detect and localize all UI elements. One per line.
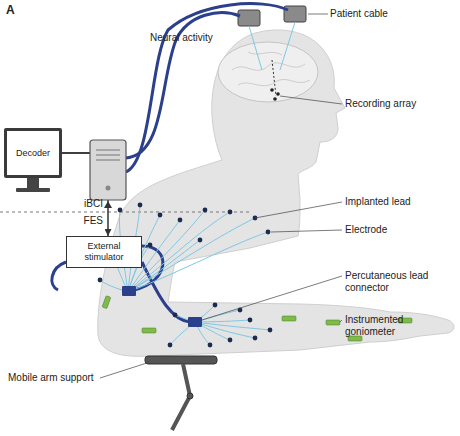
recording-array <box>270 88 274 92</box>
electrode <box>268 328 273 333</box>
electrode <box>253 336 258 341</box>
head-connector <box>238 6 306 70</box>
goniometer <box>282 316 296 321</box>
decoder-monitor: Decoder <box>4 128 62 178</box>
lead-connector <box>122 286 136 296</box>
brain <box>218 42 318 102</box>
electrode <box>98 203 273 348</box>
electrode <box>173 313 178 318</box>
node-text: Decoder <box>16 148 50 159</box>
system-label: iBCI <box>60 198 103 210</box>
computer-tower <box>96 155 120 156</box>
head-connector <box>238 10 260 26</box>
computer-tower <box>90 140 126 200</box>
electrode <box>178 218 183 223</box>
leader-line <box>100 362 150 378</box>
leader-line <box>271 230 342 232</box>
part-label: Recording array <box>345 98 445 110</box>
goniometer <box>102 296 111 309</box>
part-label: Implanted lead <box>345 196 445 208</box>
lead-connector <box>122 286 202 327</box>
brain <box>232 63 305 70</box>
electrode <box>266 230 271 235</box>
electrode <box>168 343 173 348</box>
patient-cable <box>126 4 288 172</box>
monitor-stand <box>27 178 39 188</box>
patient-cable <box>126 4 288 172</box>
head-connector <box>249 26 262 70</box>
divider-line <box>0 212 250 213</box>
lead-connector <box>188 317 202 327</box>
body-silhouette <box>98 30 454 356</box>
electrode <box>213 303 218 308</box>
part-label: Patient cable <box>330 8 420 20</box>
computer-tower <box>96 150 120 151</box>
node-text: External stimulator <box>67 241 141 263</box>
implanted-lead <box>128 212 230 292</box>
computer-tower <box>106 186 111 191</box>
goniometer <box>326 320 340 325</box>
implanted-lead <box>100 205 270 345</box>
body-silhouette <box>98 30 454 356</box>
electrode <box>208 343 213 348</box>
part-label: Instrumented goniometer <box>345 314 425 338</box>
monitor-stand <box>16 178 50 192</box>
panel-letter: A <box>6 4 26 16</box>
monitor-stand <box>16 188 50 192</box>
electrode <box>228 210 233 215</box>
computer-tower <box>96 160 120 161</box>
implanted-lead <box>128 218 255 292</box>
part-label: Percutaneous lead connector <box>345 270 445 294</box>
stimulator-box: External stimulator <box>66 236 142 268</box>
leader-line <box>255 202 342 218</box>
arrow-head <box>104 201 112 208</box>
part-label: Electrode <box>345 224 445 236</box>
recording-array <box>276 92 280 96</box>
leader-line <box>100 14 342 378</box>
implanted-lead <box>195 320 250 322</box>
recording-array <box>270 60 280 101</box>
head-connector <box>280 22 295 70</box>
goniometer <box>142 328 156 333</box>
electrode <box>98 278 103 283</box>
arm-support <box>145 356 217 364</box>
leader-line <box>308 14 328 15</box>
electrode <box>118 208 123 213</box>
brain <box>248 52 282 55</box>
computer-tower <box>90 140 126 200</box>
electrode <box>198 238 203 243</box>
leader-line <box>202 276 342 320</box>
electrode <box>248 318 253 323</box>
implanted-lead <box>195 322 270 330</box>
signal-label: Neural activity <box>150 32 240 44</box>
electrode <box>203 208 208 213</box>
system-label: FES <box>60 215 103 227</box>
leader-line <box>280 96 342 104</box>
electrode <box>158 213 163 218</box>
brain <box>218 42 318 102</box>
part-label: Mobile arm support <box>8 372 103 384</box>
implanted-lead <box>195 322 255 338</box>
recording-array <box>273 97 277 101</box>
electrode <box>138 203 143 208</box>
electrode <box>148 243 153 248</box>
implanted-lead <box>128 232 268 292</box>
divider-line <box>0 212 250 213</box>
arrow-head <box>104 201 112 208</box>
arm-support <box>187 393 193 399</box>
stimulator-cable <box>52 262 66 290</box>
arm-support <box>145 356 217 430</box>
electrode <box>228 338 233 343</box>
leader-line <box>340 320 342 322</box>
